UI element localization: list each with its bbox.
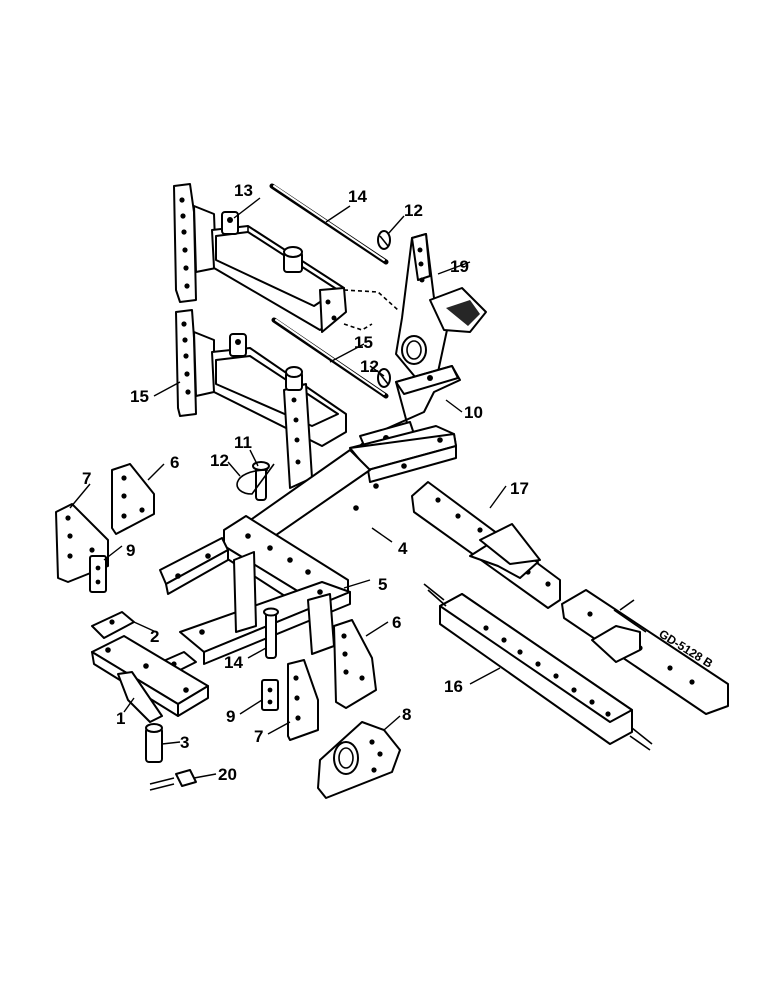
part-12-upper-clip [377,230,391,250]
part-9-right-shim [261,679,279,711]
callout-13: 14 [224,653,243,672]
part-3-bolt [145,723,163,763]
part-10-cranked-plate [359,365,461,453]
part-19-right-bracket [395,233,487,379]
part-6-right-plate [333,619,377,709]
part-15-upper-rod [269,183,389,265]
part-20-bolt [149,769,197,791]
callout-9-right: 9 [226,707,235,726]
callout-15-lower: 15 [354,333,373,352]
part-7-right-plate [287,659,319,741]
part-14-lower-bracket [175,309,347,489]
callout-6-left: 6 [170,453,179,472]
callout-3: 3 [180,733,189,752]
callout-17: 17 [510,479,529,498]
callout-15-upper: 14 [348,187,367,206]
part-5-frame [159,515,351,665]
callout-5: 5 [378,575,387,594]
callout-16: 16 [444,677,463,696]
callout-12-upper: 12 [404,201,423,220]
part-1-base-plate [91,635,209,723]
part-13-pin [263,607,279,659]
callout-11: 11 [234,433,252,452]
callout-20: 20 [218,765,237,784]
part-18-upper-bracket [173,183,347,333]
callout-10: 10 [464,403,483,422]
callout-14: 15 [130,387,149,406]
callout-7-right: 7 [254,727,263,746]
part-9-left-shim [89,555,107,593]
callout-9-left: 9 [126,541,135,560]
callout-1: 1 [116,709,125,728]
part-17-drawbar [411,481,729,715]
callout-8: 8 [402,705,411,724]
callout-6-right: 6 [392,613,401,632]
leader-lines [69,197,507,779]
callout-2: 2 [150,627,159,646]
callout-4: 4 [398,539,408,558]
part-6-left-plate [111,463,155,535]
part-12-lower-clip [236,463,275,495]
callout-labels: 13 14 12 19 15 12 10 15 11 12 6 7 9 4 5 … [82,181,529,784]
part-12-middle-clip [377,368,391,388]
callout-12-middle: 12 [360,357,379,376]
callout-12-lower: 12 [210,451,229,470]
part-15-lower-rod [271,317,389,399]
callout-7-left: 7 [82,469,91,488]
callout-19: 19 [450,257,469,276]
part-8-plate [317,721,401,799]
callout-18: 13 [234,181,253,200]
part-16-swinging-drawbar [423,583,653,751]
